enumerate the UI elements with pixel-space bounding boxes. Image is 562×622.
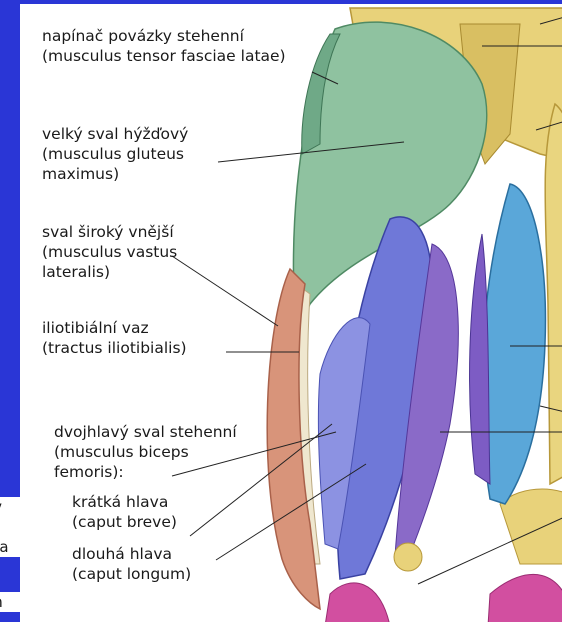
medial-hamstring-muscle — [470, 234, 490, 484]
femur-bone — [545, 104, 562, 484]
label-iliotibial-latin: (tractus iliotibialis) — [42, 338, 187, 358]
label-gluteus-latin-2: maximus) — [42, 164, 188, 184]
label-tensor-name: napínač povázky stehenní — [42, 26, 286, 46]
clipped-left-text-1: ov — [0, 497, 28, 517]
calf-muscle-medial — [488, 574, 562, 622]
knee-bone — [500, 489, 562, 564]
fibular-head-bone — [394, 543, 422, 571]
label-vastus: sval široký vnější (musculus vastus late… — [42, 222, 177, 282]
label-vastus-latin-1: (musculus vastus — [42, 242, 177, 262]
label-gluteus-latin-1: (musculus gluteus — [42, 144, 188, 164]
label-tensor: napínač povázky stehenní (musculus tenso… — [42, 26, 286, 66]
label-gluteus-name: velký sval hýžďový — [42, 124, 188, 144]
label-long-head-name: dlouhá hlava — [72, 544, 191, 564]
label-long-head: dlouhá hlava (caput longum) — [72, 544, 191, 584]
label-short-head-name: krátká hlava — [72, 492, 177, 512]
label-short-head-latin: (caput breve) — [72, 512, 177, 532]
label-iliotibial-name: iliotibiální vaz — [42, 318, 187, 338]
leader-line-vastus — [172, 256, 278, 326]
label-vastus-latin-2: lateralis) — [42, 262, 177, 282]
label-biceps-name: dvojhlavý sval stehenní — [54, 422, 237, 442]
label-long-head-latin: (caput longum) — [72, 564, 191, 584]
vastus-lateralis-muscle — [267, 269, 320, 609]
label-gluteus: velký sval hýžďový (musculus gluteus max… — [42, 124, 188, 184]
semitendinosus-muscle — [482, 184, 546, 504]
label-tensor-latin: (musculus tensor fasciae latae) — [42, 46, 286, 66]
label-iliotibial: iliotibiální vaz (tractus iliotibialis) — [42, 318, 187, 358]
label-biceps-latin-1: (musculus biceps — [54, 442, 237, 462]
clipped-left-text-3: nta — [0, 537, 28, 557]
clipped-left-text-4: eh — [0, 592, 28, 612]
calf-muscle-lateral — [325, 583, 390, 622]
label-biceps: dvojhlavý sval stehenní (musculus biceps… — [54, 422, 237, 482]
clipped-left-text-2: is — [0, 517, 28, 537]
label-short-head: krátká hlava (caput breve) — [72, 492, 177, 532]
label-biceps-latin-2: femoris): — [54, 462, 237, 482]
label-vastus-name: sval široký vnější — [42, 222, 177, 242]
